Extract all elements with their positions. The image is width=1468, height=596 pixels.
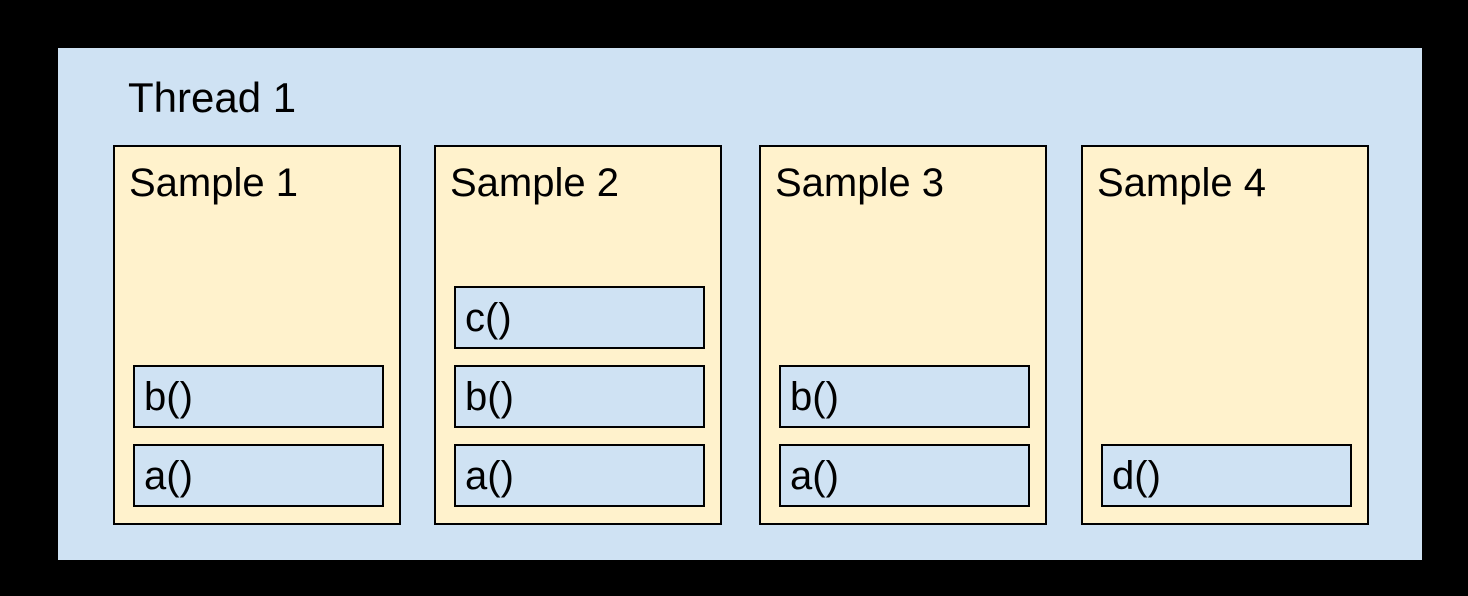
call-stack: c() b() a() (454, 286, 705, 507)
sample-box-1: Sample 1 b() a() (113, 145, 401, 525)
call-stack: d() (1101, 444, 1352, 507)
stack-frame: b() (454, 365, 705, 428)
thread-title: Thread 1 (128, 74, 297, 121)
call-stack: b() a() (133, 365, 384, 507)
sample-title: Sample 3 (775, 161, 944, 205)
sample-box-3: Sample 3 b() a() (759, 145, 1047, 525)
sample-box-2: Sample 2 c() b() a() (434, 145, 722, 525)
stack-frame: d() (1101, 444, 1352, 507)
stack-frame: b() (133, 365, 384, 428)
sample-title: Sample 4 (1097, 161, 1266, 205)
sample-title: Sample 1 (129, 161, 298, 205)
sample-box-4: Sample 4 d() (1081, 145, 1369, 525)
stack-frame: a() (454, 444, 705, 507)
stack-frame: b() (779, 365, 1030, 428)
thread-panel: Thread 1 Sample 1 b() a() Sample 2 c() b… (57, 47, 1423, 561)
stack-frame: a() (133, 444, 384, 507)
sample-title: Sample 2 (450, 161, 619, 205)
stack-frame: a() (779, 444, 1030, 507)
call-stack: b() a() (779, 365, 1030, 507)
stack-frame: c() (454, 286, 705, 349)
